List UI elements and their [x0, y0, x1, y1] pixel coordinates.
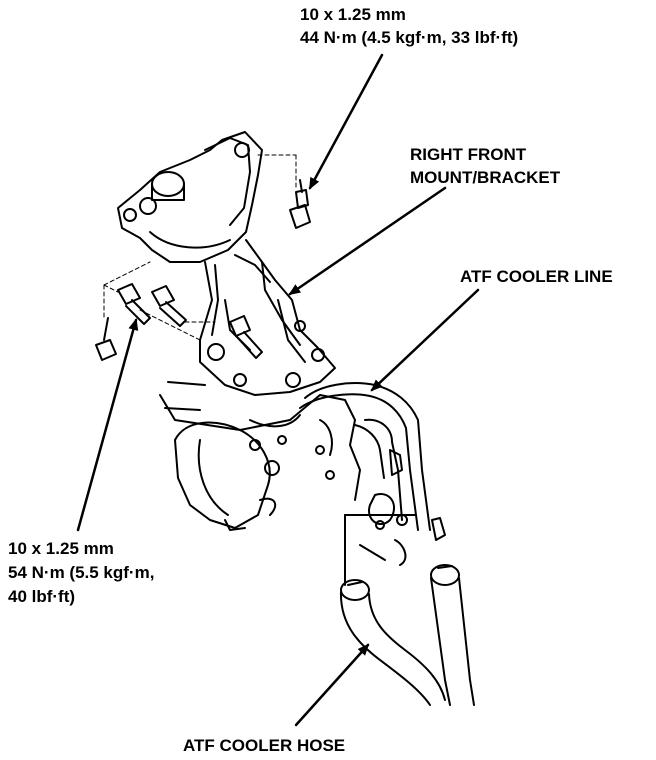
left-bolt-torque-label: 54 N·m (5.5 kgf·m,	[8, 563, 155, 582]
transmission-housing	[160, 382, 415, 585]
left-bolt-upper	[118, 284, 150, 324]
cooler-hose-label: ATF COOLER HOSE	[183, 736, 346, 755]
right-front-mount-bracket	[118, 132, 335, 395]
cooler-hose-leader	[296, 643, 370, 725]
mount-bracket-leader	[288, 188, 445, 294]
left-bolt-size-label: 10 x 1.25 mm	[8, 539, 114, 558]
atf-cooler-line	[300, 383, 445, 540]
cooler-line-leader	[370, 290, 478, 392]
left-bolt-middle	[152, 286, 186, 326]
mount-label-line2: MOUNT/BRACKET	[410, 168, 561, 187]
top-bolt-torque-label: 44 N·m (4.5 kgf·m, 33 lbf·ft)	[300, 28, 519, 47]
mount-bolt	[230, 316, 262, 358]
cooler-line-label: ATF COOLER LINE	[460, 267, 613, 286]
left-bolt-lower	[96, 318, 116, 360]
mount-label-line1: RIGHT FRONT	[410, 145, 527, 164]
atf-cooler-hose	[341, 565, 474, 705]
leader-lines	[78, 55, 478, 725]
left-bolt-leader	[78, 318, 139, 530]
top-bolt-size-label: 10 x 1.25 mm	[300, 5, 406, 24]
top-bolt	[290, 180, 310, 228]
left-bolt-torque-label-cont: 40 lbf·ft)	[8, 587, 76, 606]
alignment-lines	[104, 155, 296, 340]
top-bolt-leader	[310, 55, 382, 190]
